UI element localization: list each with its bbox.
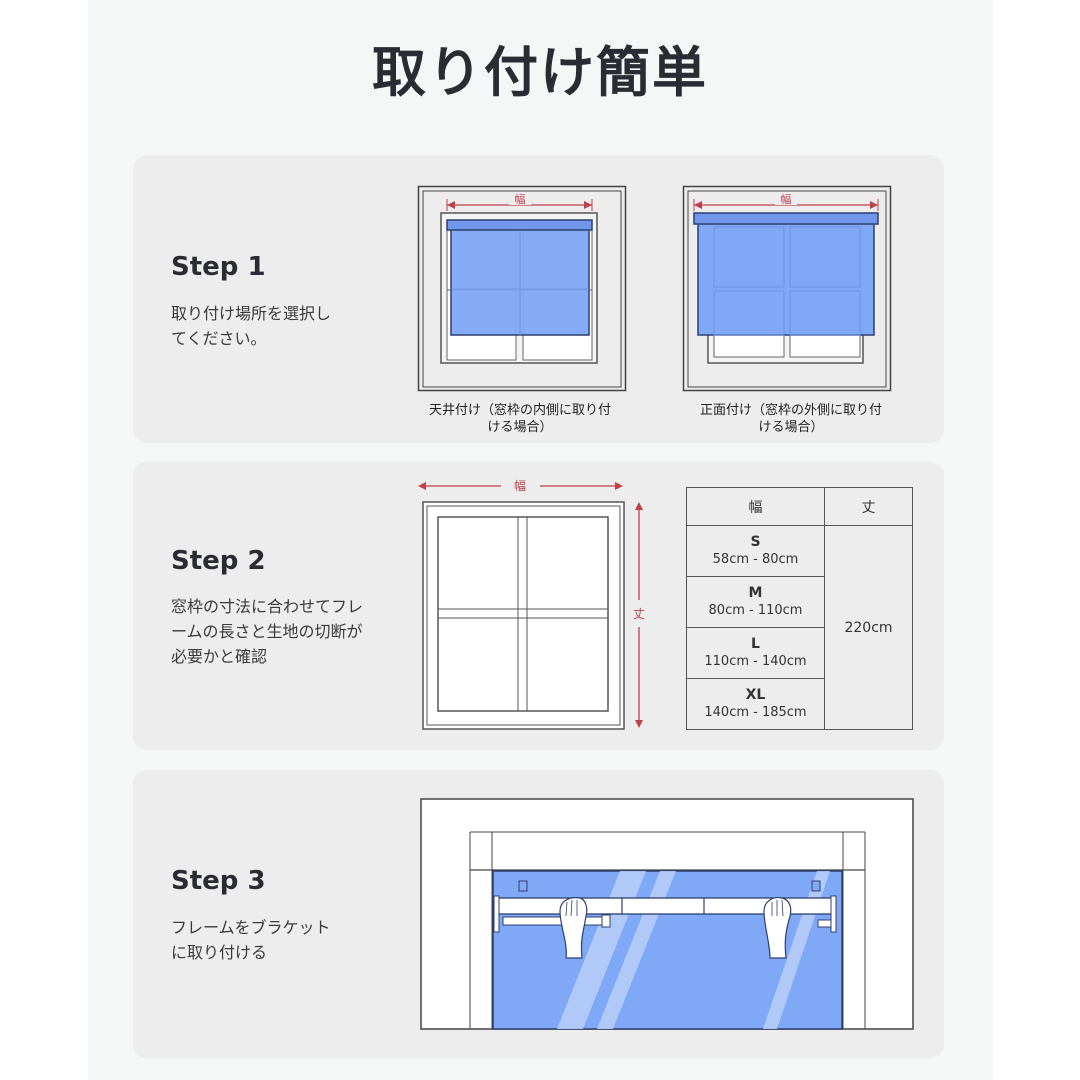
size-range: 140cm - 185cm [704, 705, 807, 720]
table-row: M 80cm - 110cm [686, 576, 913, 628]
table-row: S 58cm - 80cm 220cm [686, 525, 913, 730]
step-1-card: Step 1 取り付け場所を選択し てください。 幅 天井付け（窓枠の内側に取り… [133, 155, 944, 443]
step-3-description: フレームをブラケット に取り付ける [171, 918, 331, 962]
step-2-card: Step 2 窓枠の寸法に合わせてフレ ームの長さと生地の切断が 必要かと確認 … [133, 462, 944, 750]
bracket-installation-illustration [420, 798, 914, 1030]
svg-text:幅: 幅 [781, 193, 792, 206]
inside-mount-caption: 天井付け（窓枠の内側に取り付 ける場合） [428, 403, 611, 435]
svg-text:丈: 丈 [633, 607, 645, 621]
outside-mount-illustration: 幅 [682, 185, 892, 392]
size-name: XL [745, 687, 766, 703]
table-row: L 110cm - 140cm [686, 627, 913, 679]
step-2-title: Step 2 [171, 546, 266, 576]
step-2-description: 窓枠の寸法に合わせてフレ ームの長さと生地の切断が 必要かと確認 [171, 597, 364, 666]
width-dimension-arrow: 幅 [446, 193, 593, 211]
size-name: S [750, 534, 761, 550]
outside-mount-caption: 正面付け（窓枠の外側に取り付 ける場合） [699, 403, 882, 435]
step-1-description: 取り付け場所を選択し てください。 [171, 304, 332, 348]
size-table: 幅 丈 S 58cm - 80cm 220cm M 80cm - 110cm [686, 487, 913, 730]
size-name: M [748, 585, 763, 601]
height-value: 220cm [824, 525, 913, 730]
size-name: L [751, 636, 760, 652]
size-table-header-width: 幅 [686, 487, 825, 526]
step-3-card: Step 3 フレームをブラケット に取り付ける [133, 770, 944, 1058]
step-3-title: Step 3 [171, 866, 266, 896]
window-measurement-illustration: 幅 丈 [418, 478, 645, 730]
table-row: XL 140cm - 185cm [686, 678, 913, 730]
width-dimension-arrow: 幅 [693, 193, 879, 211]
size-range: 80cm - 110cm [708, 603, 803, 618]
right-hand-icon [763, 897, 792, 959]
size-range: 110cm - 140cm [704, 654, 807, 669]
size-range: 58cm - 80cm [712, 552, 799, 567]
inside-mount-illustration: 幅 [417, 185, 627, 392]
svg-text:幅: 幅 [515, 193, 526, 206]
left-hand-icon [559, 897, 588, 959]
step-1-title: Step 1 [171, 252, 266, 282]
page-title: 取り付け簡単 [372, 41, 708, 104]
size-table-header-height: 丈 [824, 487, 913, 526]
svg-text:幅: 幅 [514, 478, 526, 493]
